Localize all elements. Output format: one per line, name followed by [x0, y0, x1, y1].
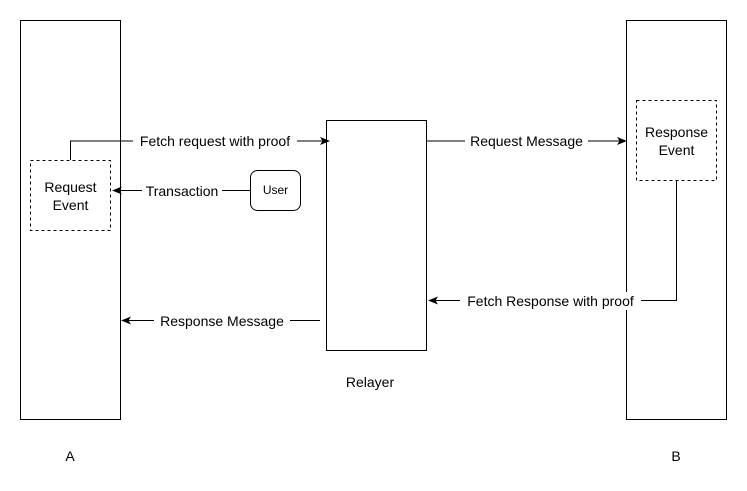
transaction-label-bg: [142, 182, 222, 200]
relayer-label: Relayer: [346, 374, 395, 390]
response-event-label-line1: Response: [645, 124, 708, 140]
relayer-box: [326, 120, 427, 351]
user-label: User: [263, 183, 288, 197]
request-event-label-line1: Request: [44, 179, 96, 195]
response-event-label-line2: Event: [659, 142, 695, 158]
fetch-response-label: Fetch Response with proof: [467, 293, 634, 309]
response-message-label: Response Message: [160, 313, 284, 329]
party-a-label: A: [65, 448, 75, 464]
transaction-label: Transaction: [146, 183, 219, 199]
party-b-label: B: [671, 448, 680, 464]
response-message-label-bg: [154, 312, 290, 330]
fetch-request-label: Fetch request with proof: [140, 133, 290, 149]
request-event-label-line2: Event: [53, 197, 89, 213]
fetch-request-label-bg: [133, 132, 297, 150]
request-event-box: [30, 160, 111, 231]
request-message-label: Request Message: [470, 133, 583, 149]
response-event-box: [636, 100, 717, 181]
request-message-label-bg: [465, 132, 588, 150]
fetch-response-label-bg: [460, 292, 641, 310]
user-box: [250, 170, 301, 211]
